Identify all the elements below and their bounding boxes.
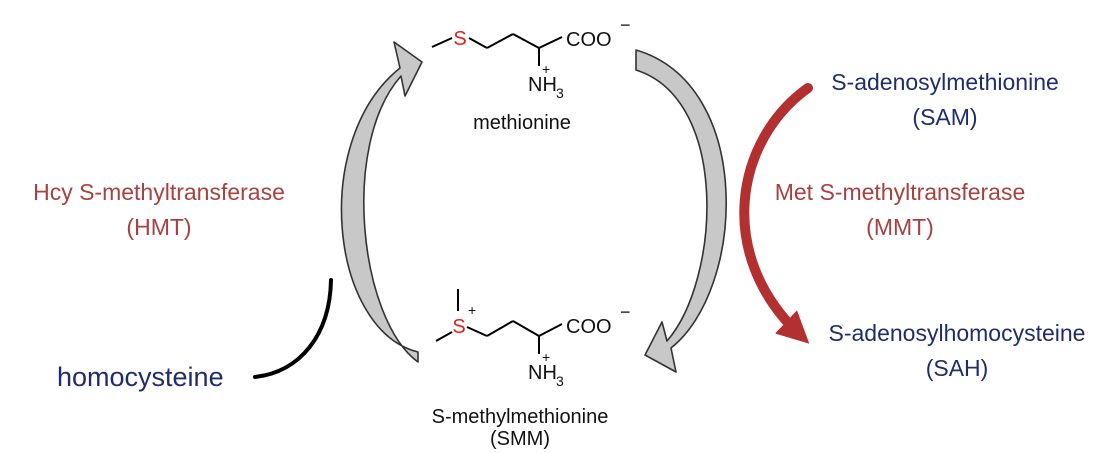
methionine-amine-subscript: 3	[556, 85, 564, 101]
mmt-enzyme-abbrev: (MMT)	[866, 214, 934, 240]
smm-abbrev: (SMM)	[490, 428, 550, 450]
smm-sulfur-charge: +	[468, 302, 476, 318]
smm-structure: S + COO − NH 3 +	[435, 289, 631, 389]
methionine-carboxylate-charge: −	[620, 15, 631, 35]
mmt-enzyme-name: Met S-methyltransferase	[774, 179, 1026, 205]
sah-abbrev: (SAH)	[925, 355, 989, 381]
methionine-sulfur: S	[453, 28, 466, 50]
smm-amine-charge: +	[542, 349, 550, 365]
hmt-enzyme-name: Hcy S-methyltransferase	[33, 179, 285, 205]
methionine-amine: NH	[528, 74, 557, 96]
sah-name: S-adenosylhomocysteine	[828, 320, 1086, 346]
mmt-cofactor-arrow	[739, 83, 813, 344]
hmt-cycle-arrow	[340, 41, 423, 363]
methionine-amine-charge: +	[542, 61, 550, 77]
smm-carboxylate-charge: −	[620, 302, 631, 322]
hmt-enzyme-abbrev: (HMT)	[126, 214, 192, 240]
methionine-structure: S COO − NH 3 +	[431, 15, 631, 101]
sam-abbrev: (SAM)	[912, 104, 978, 130]
smm-name: S-methylmethionine	[431, 406, 609, 428]
mmt-cycle-arrow	[635, 49, 727, 373]
sam-name: S-adenosylmethionine	[831, 69, 1059, 95]
homocysteine-line	[253, 278, 333, 379]
methionine-name: methionine	[473, 112, 571, 134]
smm-sulfur: S	[452, 316, 465, 338]
smm-amine-subscript: 3	[556, 373, 564, 389]
methionine-carboxylate: COO	[566, 29, 612, 51]
smm-amine: NH	[528, 362, 557, 384]
smm-carboxylate: COO	[566, 316, 612, 338]
homocysteine-label: homocysteine	[57, 362, 224, 392]
